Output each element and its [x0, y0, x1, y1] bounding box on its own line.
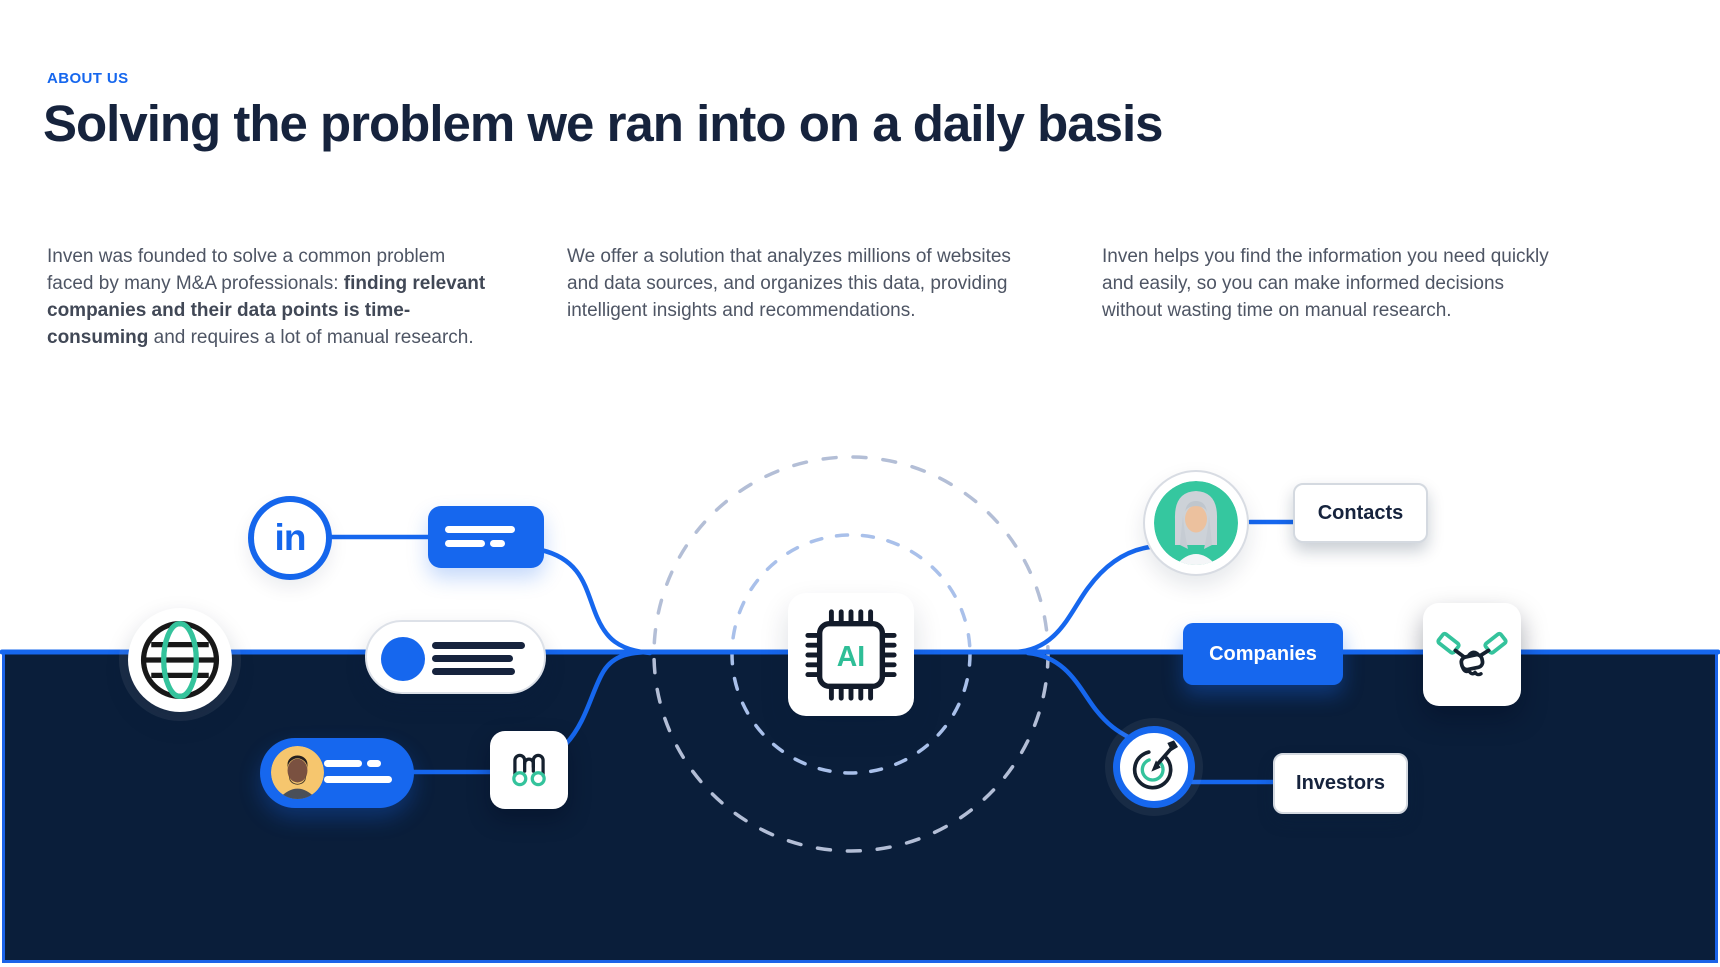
list-bar — [432, 642, 525, 649]
companies-node: Companies — [1183, 623, 1343, 685]
connector-binoculars-center — [563, 649, 655, 747]
contacts-node: Contacts — [1293, 483, 1428, 543]
binoculars-icon — [490, 731, 568, 809]
list-bar — [432, 655, 513, 662]
ai-chip-glyph: AI — [837, 640, 865, 672]
list-bullet-dot — [381, 637, 425, 681]
intro-column-3: Inven helps you find the information you… — [1102, 246, 1549, 321]
contact-avatar — [1143, 470, 1249, 576]
handshake-icon — [1423, 603, 1521, 706]
page-title: Solving the problem we ran into on a dai… — [43, 95, 1164, 152]
connector-card-center — [538, 547, 653, 656]
contacts-label-text: Contacts — [1317, 501, 1404, 524]
companies-label-text: Companies — [1209, 642, 1317, 665]
intro-1-text: Inven was founded to solve a common prob… — [47, 246, 446, 294]
eyebrow: ABOUT US — [47, 70, 129, 87]
person-bar — [367, 760, 381, 767]
woman-avatar — [1154, 481, 1238, 565]
man-avatar — [271, 746, 324, 799]
connector-center-contacts — [1012, 544, 1153, 655]
person-card-icon — [260, 738, 414, 808]
intro-1-bold-text: finding relevant companies and their dat… — [47, 273, 486, 348]
connector-center-investors — [1025, 650, 1133, 741]
investors-label-text: Investors — [1296, 772, 1385, 794]
doc-bar — [445, 540, 485, 547]
document-lines-icon — [428, 506, 544, 568]
investors-node: Investors — [1273, 753, 1408, 814]
person-bar — [324, 776, 392, 783]
linkedin-glyph: in — [274, 517, 307, 558]
person-bar — [324, 760, 362, 767]
intro-column-2: We offer a solution that analyzes millio… — [567, 246, 1011, 321]
ai-chip-icon: AI — [788, 593, 914, 716]
globe-icon — [128, 608, 232, 712]
intro-columns: Inven was founded to solve a common prob… — [47, 243, 1557, 351]
linkedin-icon: in — [248, 496, 332, 580]
target-dart-icon — [1113, 726, 1195, 808]
doc-bar — [445, 526, 515, 533]
doc-bar — [490, 540, 505, 547]
intro-1-text-end: and requires a lot of manual research. — [148, 327, 474, 348]
intro-column-1: Inven was founded to solve a common prob… — [47, 243, 487, 351]
list-item-icon — [365, 620, 546, 694]
list-bar — [432, 668, 515, 675]
